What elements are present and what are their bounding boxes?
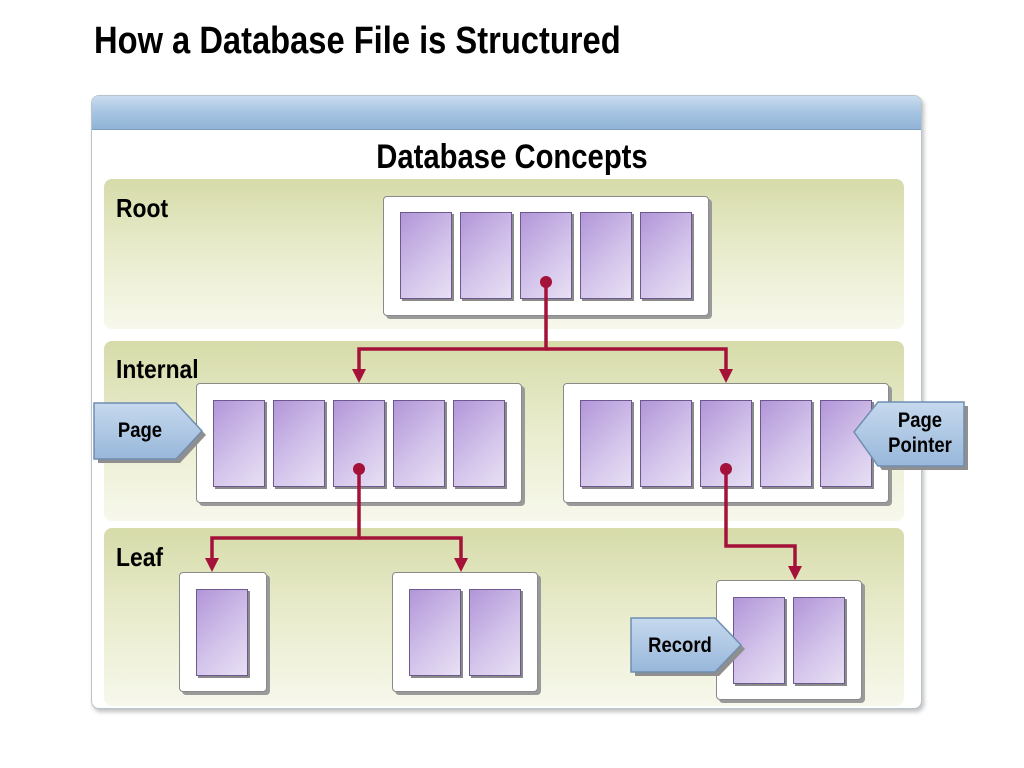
record-callout-arrow-shape xyxy=(630,617,745,676)
frame-header-bar xyxy=(92,96,921,130)
internal-to-leaf-link xyxy=(724,469,797,568)
root-page-record xyxy=(640,212,692,299)
record-callout-label: Record xyxy=(648,634,712,657)
internal-left-record xyxy=(453,400,505,487)
internal-to-leaf-link xyxy=(210,469,361,561)
root-level-label: Root xyxy=(116,193,169,223)
pointer-arrowhead xyxy=(788,566,802,580)
page-pointer-callout: Page Pointer xyxy=(852,400,970,472)
pointer-arrowhead xyxy=(454,558,468,572)
page-callout-label: Page xyxy=(117,419,163,442)
root-to-internal-link xyxy=(357,282,548,372)
leaf-level-label: Leaf xyxy=(116,542,164,572)
leaf-page-3-record xyxy=(793,597,845,684)
record-callout: Record xyxy=(629,616,749,678)
pointer-origin-dot xyxy=(540,276,552,288)
internal-right-record xyxy=(580,400,632,487)
internal-left-record xyxy=(273,400,325,487)
pointer-arrowhead xyxy=(352,369,366,383)
pointer-arrowhead xyxy=(205,558,219,572)
diagram-title: Database Concepts xyxy=(376,138,648,176)
page-pointer-callout-line2: Pointer xyxy=(888,434,952,457)
root-page-record xyxy=(400,212,452,299)
page-pointer-callout-arrow-shape xyxy=(853,401,968,470)
internal-right-record xyxy=(640,400,692,487)
page-callout: Page xyxy=(92,401,210,465)
leaf-page-2-record xyxy=(469,589,521,676)
root-page-record xyxy=(580,212,632,299)
leaf-page-2-record xyxy=(409,589,461,676)
leaf-page-3-record xyxy=(733,597,785,684)
page-pointer-callout-line1: Page xyxy=(897,409,943,432)
internal-to-leaf-link xyxy=(359,536,463,561)
pointer-origin-dot xyxy=(353,463,365,475)
leaf-page-1-record xyxy=(196,589,248,676)
internal-right-record xyxy=(760,400,812,487)
internal-left-record xyxy=(393,400,445,487)
slide-title: How a Database File is Structured xyxy=(94,20,621,62)
page-callout-arrow-shape xyxy=(93,402,206,463)
root-to-internal-link xyxy=(546,347,728,372)
internal-left-record xyxy=(213,400,265,487)
pointer-arrowhead xyxy=(719,369,733,383)
internal-level-label: Internal xyxy=(116,354,199,384)
pointer-origin-dot xyxy=(720,463,732,475)
root-page-record xyxy=(460,212,512,299)
